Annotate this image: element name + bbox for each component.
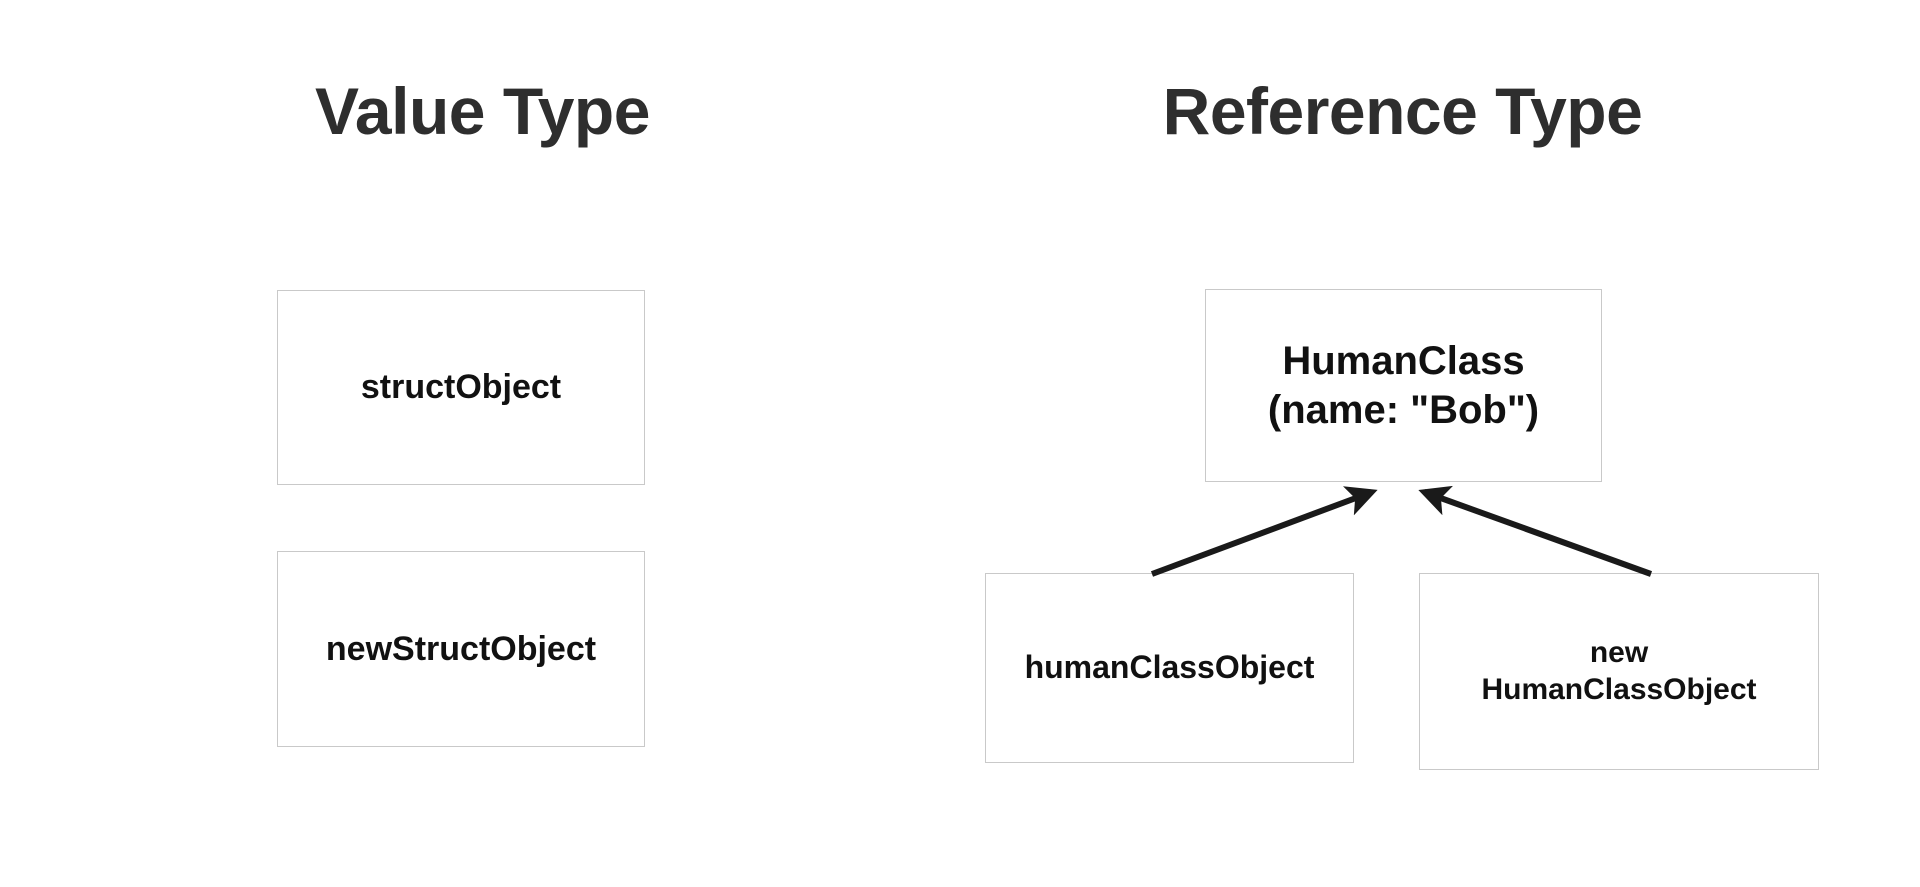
box-human-class-object: humanClassObject (985, 573, 1354, 763)
box-human-class-label: HumanClass (name: "Bob") (1267, 338, 1540, 432)
box-new-human-class-object-label: new HumanClassObject (1481, 635, 1757, 706)
box-human-class-object-label: humanClassObject (1024, 649, 1315, 686)
reference-type-title: Reference Type (1162, 74, 1643, 148)
box-new-struct-object: newStructObject (277, 551, 645, 747)
box-new-struct-object-label: newStructObject (325, 629, 597, 668)
arrow-newhumanclassobject-to-humanclass (1418, 485, 1653, 577)
box-struct-object-label: structObject (360, 368, 562, 407)
box-human-class: HumanClass (name: "Bob") (1205, 289, 1602, 482)
arrow-humanclassobject-to-humanclass (1150, 486, 1378, 577)
box-struct-object: structObject (277, 290, 645, 485)
value-type-title: Value Type (315, 74, 650, 148)
box-new-human-class-object: new HumanClassObject (1419, 573, 1819, 770)
